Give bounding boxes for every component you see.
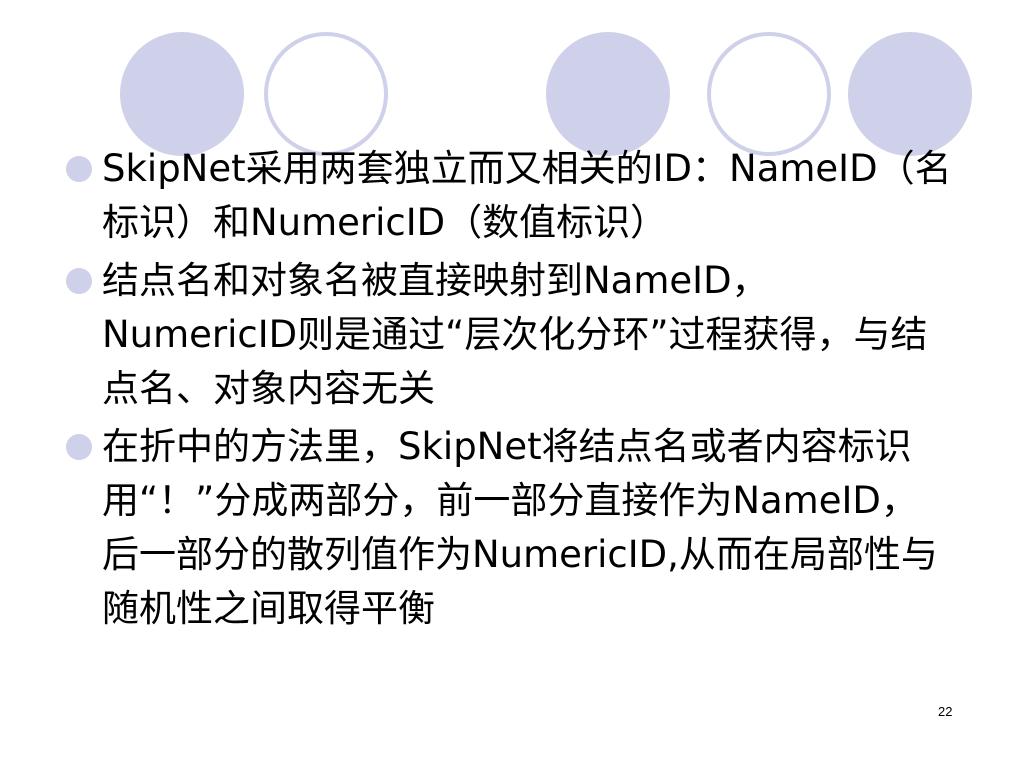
bullet-item: 在折中的方法里，SkipNet将结点名或者内容标识用“！”分成两部分，前一部分直… bbox=[64, 420, 954, 636]
bullet-list: SkipNet采用两套独立而又相关的ID：NameID（名标识）和Numeric… bbox=[64, 142, 954, 640]
bullet-dot-icon bbox=[66, 268, 92, 294]
bullet-text: SkipNet采用两套独立而又相关的ID：NameID（名标识）和Numeric… bbox=[102, 147, 952, 244]
bullet-item: 结点名和对象名被直接映射到NameID，NumericID则是通过“层次化分环”… bbox=[64, 254, 954, 416]
decor-circle-filled-2 bbox=[546, 32, 670, 156]
bullet-item: SkipNet采用两套独立而又相关的ID：NameID（名标识）和Numeric… bbox=[64, 142, 954, 250]
decor-circle-filled-3 bbox=[848, 32, 972, 156]
decorative-circles bbox=[120, 32, 972, 156]
decor-circle-outline-1 bbox=[264, 32, 388, 156]
bullet-dot-icon bbox=[66, 156, 92, 182]
decor-circle-filled-1 bbox=[120, 32, 244, 156]
decor-circle-outline-2 bbox=[707, 32, 831, 156]
page-number: 22 bbox=[938, 704, 953, 719]
bullet-dot-icon bbox=[66, 434, 92, 460]
bullet-text: 在折中的方法里，SkipNet将结点名或者内容标识用“！”分成两部分，前一部分直… bbox=[102, 425, 938, 630]
bullet-text: 结点名和对象名被直接映射到NameID，NumericID则是通过“层次化分环”… bbox=[102, 259, 928, 410]
